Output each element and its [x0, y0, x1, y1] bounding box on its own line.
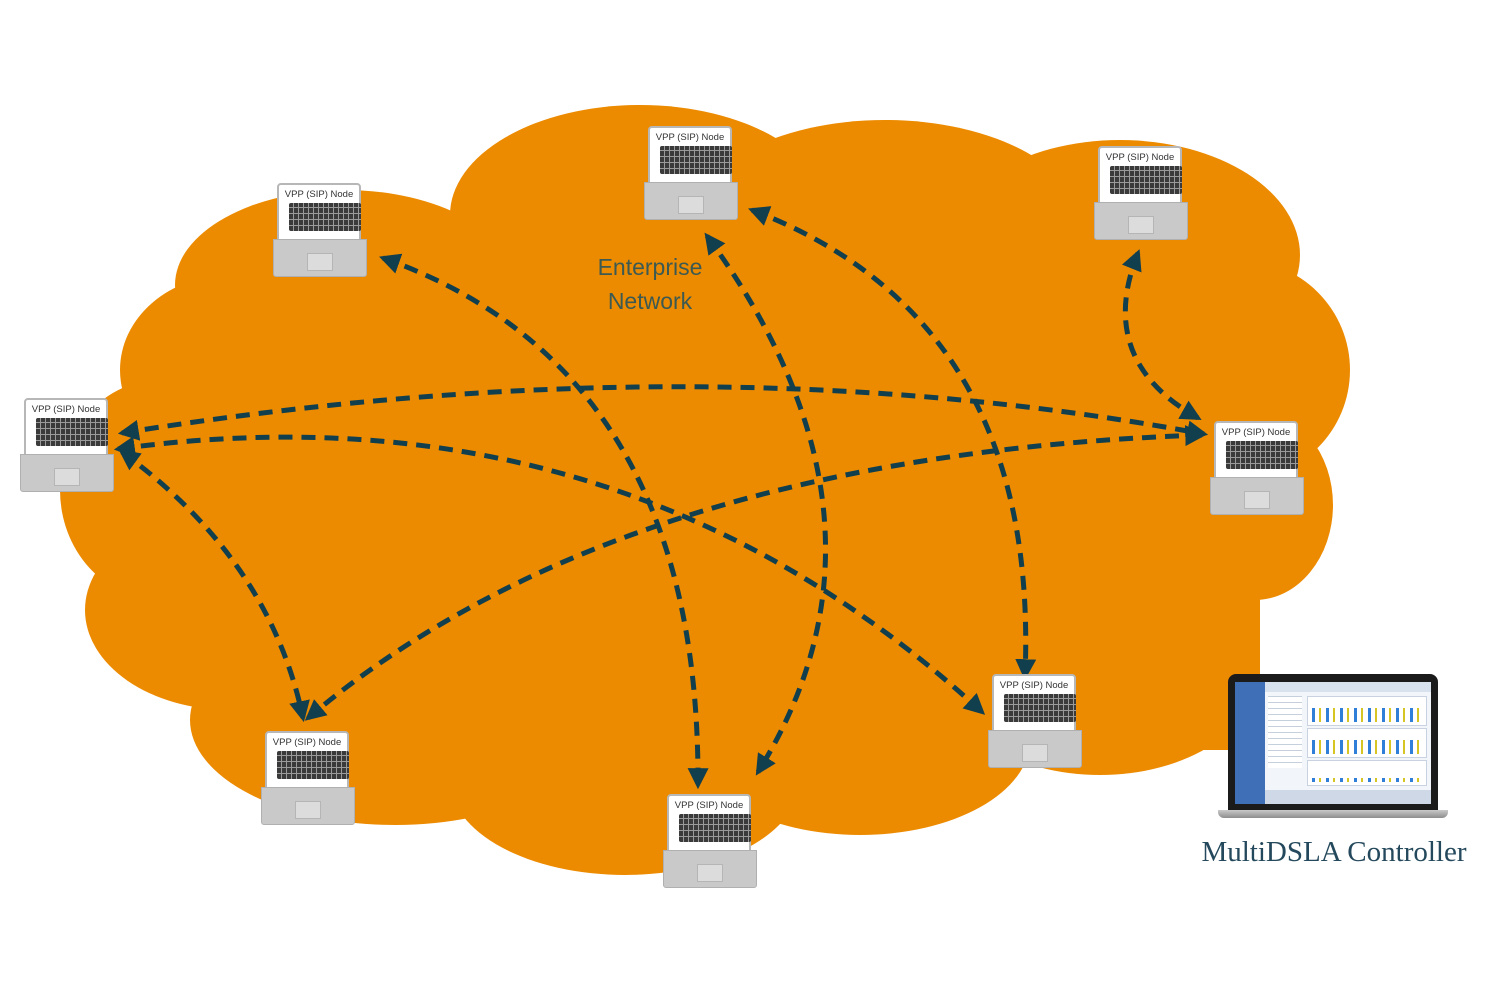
keyboard	[277, 751, 349, 779]
trackpad	[678, 196, 704, 214]
cloud-label: Enterprise Network	[550, 250, 750, 318]
trackpad	[1244, 491, 1270, 509]
keyboard	[1110, 166, 1182, 194]
node-label: VPP (SIP) Node	[31, 404, 101, 415]
vpp-sip-node-bottom-left: VPP (SIP) Node	[261, 731, 355, 827]
app-status-bar	[1265, 790, 1431, 804]
laptop-icon: VPP (SIP) Node	[667, 794, 751, 852]
trackpad	[307, 253, 333, 271]
link-top-left-bottom-center	[379, 253, 709, 790]
node-label: VPP (SIP) Node	[272, 737, 342, 748]
node-label: VPP (SIP) Node	[674, 800, 744, 811]
link-left-bottom-right	[113, 434, 986, 715]
laptop-monitor-icon	[1228, 674, 1438, 812]
link-top-right-right	[1121, 249, 1202, 421]
app-sidebar	[1235, 682, 1265, 804]
vpp-sip-node-top-left: VPP (SIP) Node	[273, 183, 367, 279]
trackpad	[697, 864, 723, 882]
node-label: VPP (SIP) Node	[1105, 152, 1175, 163]
trackpad	[1022, 744, 1048, 762]
node-label: VPP (SIP) Node	[655, 132, 725, 143]
node-label: VPP (SIP) Node	[1221, 427, 1291, 438]
keyboard	[660, 146, 732, 174]
node-label: VPP (SIP) Node	[999, 680, 1069, 691]
app-chart-panel	[1307, 696, 1427, 726]
controller-screen	[1235, 682, 1431, 804]
vpp-sip-node-bottom-center: VPP (SIP) Node	[663, 794, 757, 890]
keyboard	[1226, 441, 1298, 469]
link-left-bottom-left	[118, 449, 310, 723]
keyboard	[36, 418, 108, 446]
vpp-sip-node-top-center: VPP (SIP) Node	[644, 126, 738, 222]
node-label: VPP (SIP) Node	[284, 189, 354, 200]
laptop-icon: VPP (SIP) Node	[277, 183, 361, 241]
laptop-icon: VPP (SIP) Node	[648, 126, 732, 184]
vpp-sip-node-bottom-right: VPP (SIP) Node	[988, 674, 1082, 770]
vpp-sip-node-right: VPP (SIP) Node	[1210, 421, 1304, 517]
laptop-icon: VPP (SIP) Node	[1214, 421, 1298, 479]
app-chart-panel	[1307, 728, 1427, 758]
app-chart-panel	[1307, 760, 1427, 786]
vpp-sip-node-left: VPP (SIP) Node	[20, 398, 114, 494]
laptop-base	[1218, 810, 1448, 818]
laptop-icon: VPP (SIP) Node	[1098, 146, 1182, 204]
keyboard	[1004, 694, 1076, 722]
app-toolbar	[1265, 682, 1431, 692]
laptop-icon: VPP (SIP) Node	[992, 674, 1076, 732]
multidsla-controller-laptop	[1218, 674, 1448, 824]
cloud-label-line1: Enterprise	[597, 254, 703, 280]
vpp-sip-node-top-right: VPP (SIP) Node	[1094, 146, 1188, 242]
laptop-icon: VPP (SIP) Node	[265, 731, 349, 789]
keyboard	[289, 203, 361, 231]
laptop-icon: VPP (SIP) Node	[24, 398, 108, 456]
trackpad	[54, 468, 80, 486]
trackpad	[295, 801, 321, 819]
keyboard	[679, 814, 751, 842]
link-left-right	[117, 384, 1209, 442]
cloud-label-line2: Network	[607, 288, 693, 314]
app-tree-panel	[1268, 696, 1302, 768]
link-top-center-bottom-right	[748, 206, 1037, 681]
trackpad	[1128, 216, 1154, 234]
link-right-bottom-left	[304, 425, 1207, 721]
controller-label: MultiDSLA Controller	[1201, 836, 1467, 868]
